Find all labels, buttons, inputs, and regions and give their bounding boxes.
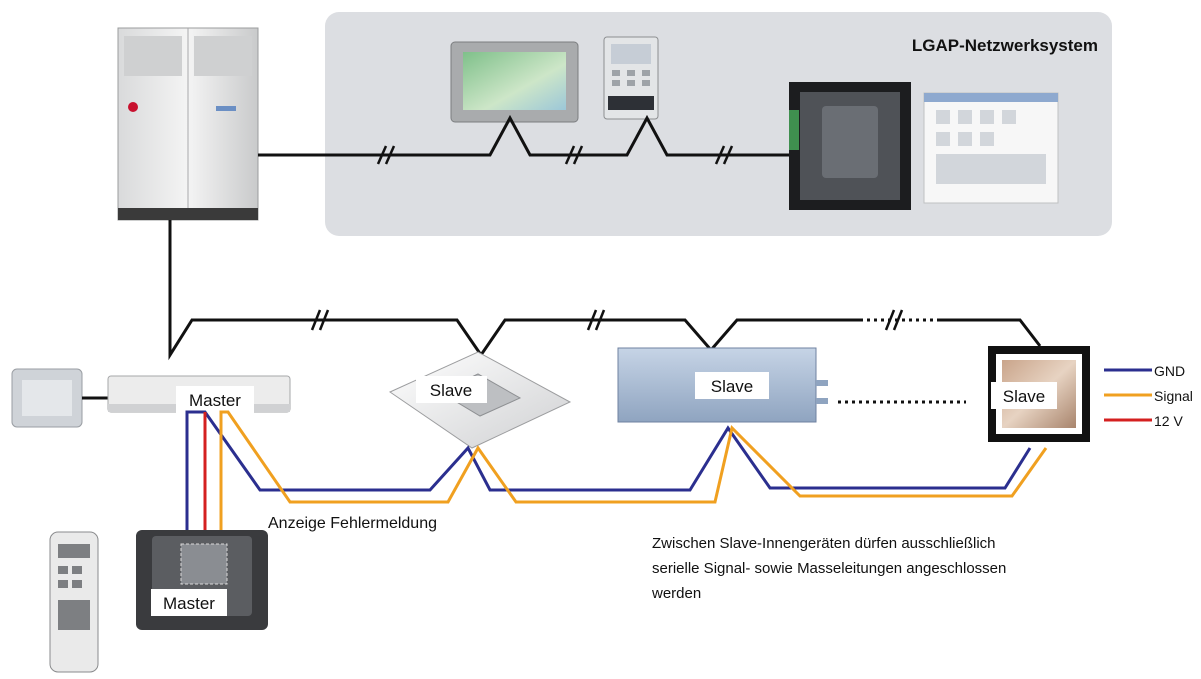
outdoor-indoor-line [168,220,1042,361]
gateway-device [789,82,911,210]
legend: GND Signal 12 V [1104,363,1193,429]
outdoor-unit [117,27,259,221]
legend-signal-label: Signal [1154,388,1193,404]
line-break-marks [310,309,904,331]
network-title: LGAP-Netzwerksystem [912,36,1098,55]
legend-gnd-label: GND [1154,363,1185,379]
keypad-controller [603,36,659,120]
touch-controller [450,41,579,123]
handheld-remote [49,531,99,673]
pc-software [923,92,1059,204]
slave-panel-label: Slave [1003,387,1046,406]
master-indoor-label: Master [189,391,241,410]
slave-duct-label: Slave [711,377,754,396]
signal-wire [219,410,1048,530]
slave-cassette-label: Slave [430,381,473,400]
legend-12v-label: 12 V [1154,413,1183,429]
master-remote-label: Master [163,594,215,613]
error-display-label: Anzeige Fehlermeldung [268,515,437,532]
note-line-2: serielle Signal- sowie Masseleitungen an… [652,560,1006,577]
brand-logo [128,102,138,112]
note-line-3: werden [651,585,701,602]
cable-break-marks [376,145,734,165]
gnd-wire [185,410,1032,530]
note-line-1: Zwischen Slave-Innengeräten dürfen aussc… [652,535,996,552]
accessory-box [11,368,83,428]
